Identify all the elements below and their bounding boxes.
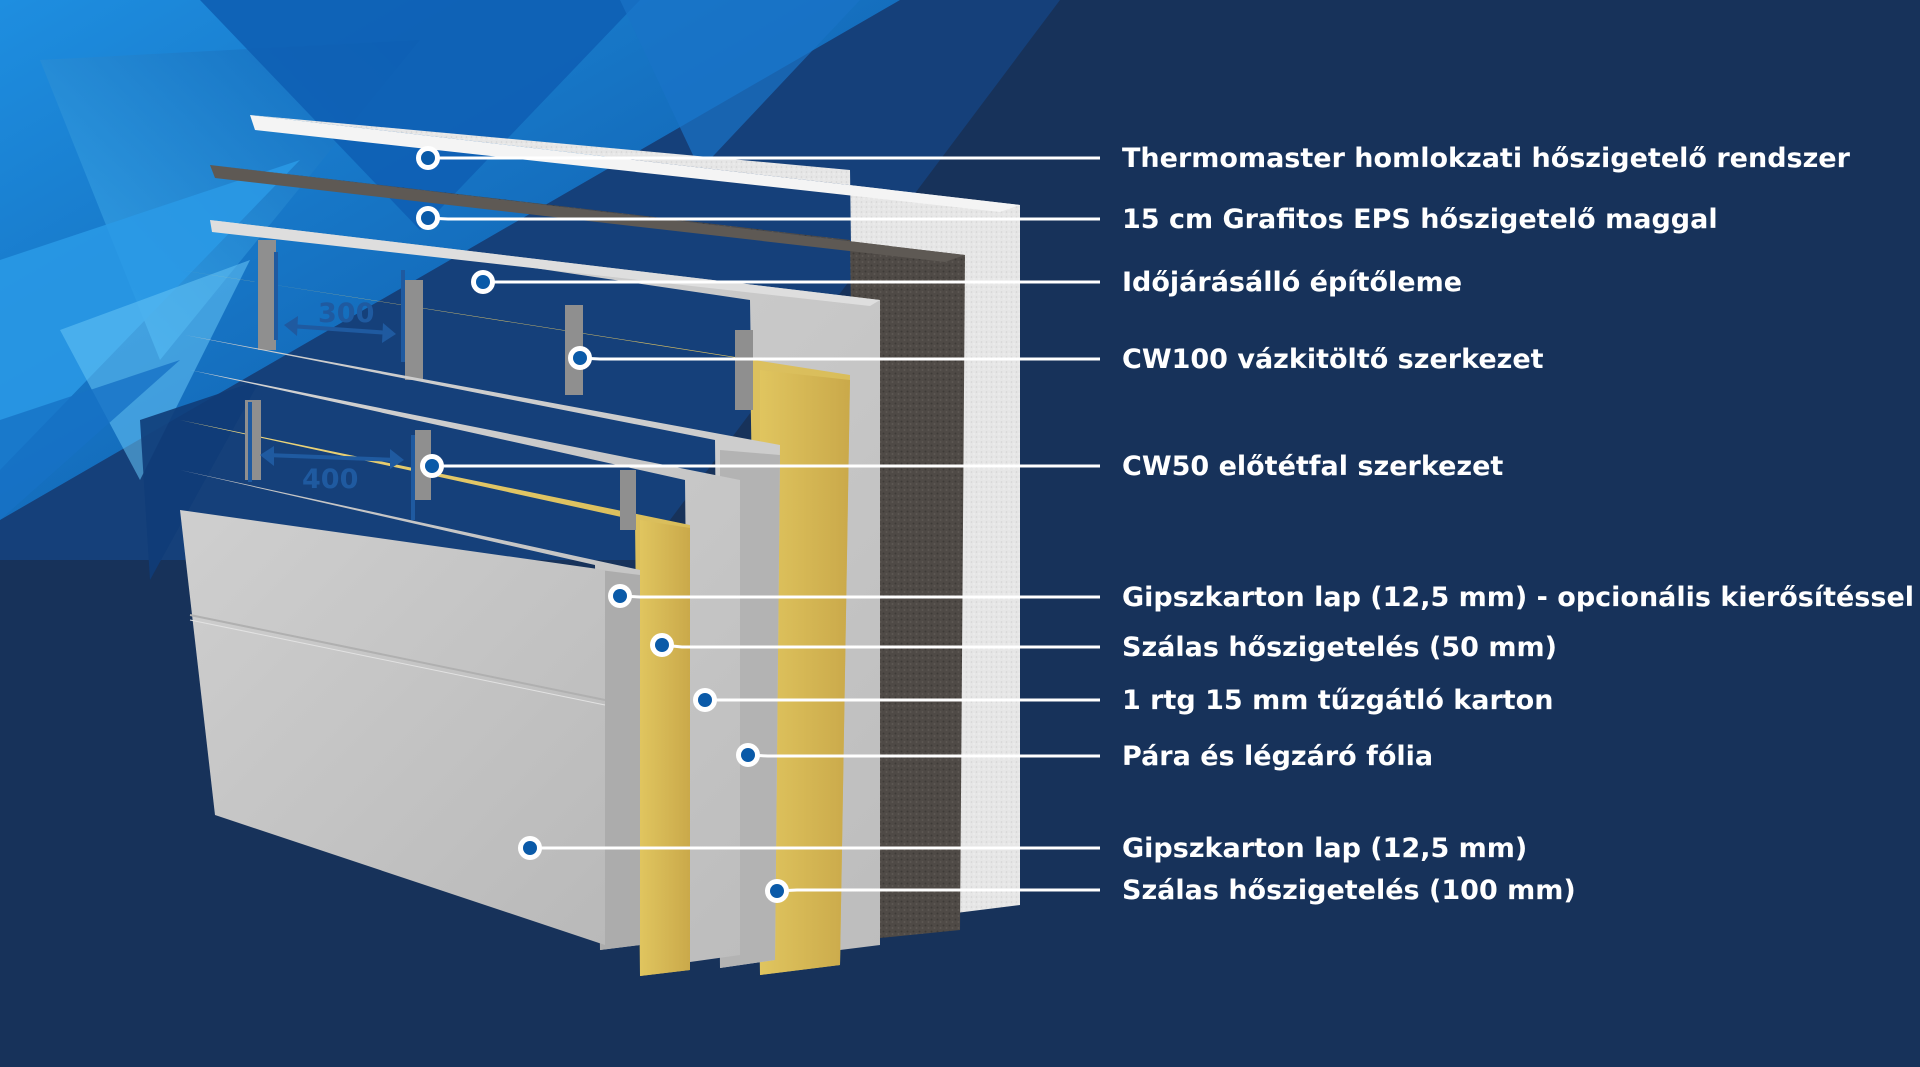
callout-marker-dot-graphite-eps [421,211,435,225]
callout-line-gypsum-reinforced [619,594,1100,599]
spacing-label-400: 400 [302,464,358,495]
dimension-400: 400 [248,402,415,520]
callout-marker-dot-gypsum-board [523,841,537,855]
spacing-label-300: 300 [318,298,374,329]
callout-marker-dot-render [421,151,435,165]
layer-label-fire-board: 1 rtg 15 mm tűzgátló karton [1122,685,1553,716]
cw100-wool-layer [180,240,850,975]
callout-line-cw100-frame [579,356,1100,361]
callout-marker-dot-cw50-frame [425,459,439,473]
graphite-eps-layer [210,165,965,940]
layer-label-cw100-frame: CW100 vázkitöltő szerkezet [1122,344,1544,375]
callout-line-vapour-foil [747,753,1100,758]
background-decoration [0,0,1060,580]
callout-marker-dot-fire-board [698,693,712,707]
layer-label-graphite-eps: 15 cm Grafitos EPS hőszigetelő maggal [1122,204,1718,235]
layer-label-weather-board: Időjárásálló építőleme [1122,267,1462,298]
callout-marker-dot-cw100-frame [573,351,587,365]
layer-label-gypsum-board: Gipszkarton lap (12,5 mm) [1122,833,1527,864]
dimension-300: 300 [274,252,405,362]
layer-label-vapour-foil: Pára és légzáró fólia [1122,741,1433,772]
callout-marker-dot-mineral-wool-50 [655,638,669,652]
layer-label-mineral-wool-50: Szálas hőszigetelés (50 mm) [1122,632,1557,663]
callout-marker-dot-weather-board [476,275,490,289]
callout-line-mineral-wool-100 [776,888,1100,893]
gypsum-front-board [180,510,606,945]
callout-marker-dot-vapour-foil [741,748,755,762]
callout-marker-dot-gypsum-reinforced [613,589,627,603]
layer-label-gypsum-reinforced: Gipszkarton lap (12,5 mm) - opcionális k… [1122,582,1914,613]
callout-group: Thermomaster homlokzati hőszigetelő rend… [416,143,1914,906]
callout-line-graphite-eps [427,216,1100,221]
gypsum-reinforced-layer [180,470,640,950]
layer-label-mineral-wool-100: Szálas hőszigetelés (100 mm) [1122,875,1576,906]
layer-label-cw50-frame: CW50 előtétfal szerkezet [1122,451,1503,482]
callout-marker-dot-mineral-wool-100 [770,884,784,898]
layer-label-render: Thermomaster homlokzati hőszigetelő rend… [1122,143,1851,174]
